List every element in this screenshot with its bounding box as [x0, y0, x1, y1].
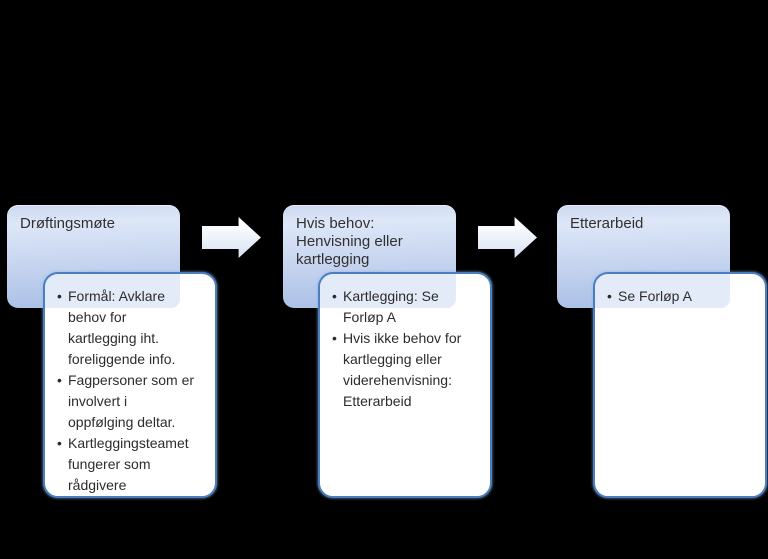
bullet-icon: •	[57, 288, 62, 304]
bullet-text: Kartleggingsteamet fungerer som rådgiver…	[68, 435, 189, 493]
stage3-overlap-tint	[595, 274, 730, 308]
right-arrow-icon	[478, 217, 537, 258]
list-item: • Kartleggingsteamet fungerer som rådgiv…	[57, 433, 210, 496]
stage2-bullet-list: • Kartlegging: Se Forløp A • Hvis ikke b…	[320, 274, 490, 412]
bullet-text: Hvis ikke behov for kartlegging eller vi…	[343, 330, 462, 409]
bullet-icon: •	[57, 372, 62, 388]
stage3-detail-box: • Se Forløp A	[593, 272, 767, 498]
bullet-text: Fagpersoner som er involvert i oppfølgin…	[68, 372, 195, 430]
list-item: • Kartlegging: Se Forløp A	[332, 286, 485, 328]
stage2-header-box: Hvis behov: Henvisning eller kartlegging	[283, 205, 456, 308]
bullet-icon: •	[57, 435, 62, 451]
bullet-text: Formål: Avklare behov for kartlegging ih…	[68, 288, 176, 367]
stage2-overlap-tint	[320, 274, 456, 308]
stage1-bullet-list: • Formål: Avklare behov for kartlegging …	[45, 274, 215, 496]
stage1-detail-box: • Formål: Avklare behov for kartlegging …	[43, 272, 217, 498]
right-arrow-icon	[202, 217, 261, 258]
bullet-icon: •	[332, 288, 337, 304]
list-item: • Se Forløp A	[607, 286, 760, 307]
list-item: • Formål: Avklare behov for kartlegging …	[57, 286, 210, 370]
bullet-icon: •	[607, 288, 612, 304]
list-item: • Fagpersoner som er involvert i oppfølg…	[57, 370, 210, 433]
bullet-text: Kartlegging: Se Forløp A	[343, 288, 439, 325]
list-item: • Hvis ikke behov for kartlegging eller …	[332, 328, 485, 412]
bullet-text: Se Forløp A	[618, 288, 692, 304]
stage1-overlap-tint	[45, 274, 180, 308]
stage3-bullet-list: • Se Forløp A	[595, 274, 765, 307]
bullet-icon: •	[332, 330, 337, 346]
stage2-detail-box: • Kartlegging: Se Forløp A • Hvis ikke b…	[318, 272, 492, 498]
